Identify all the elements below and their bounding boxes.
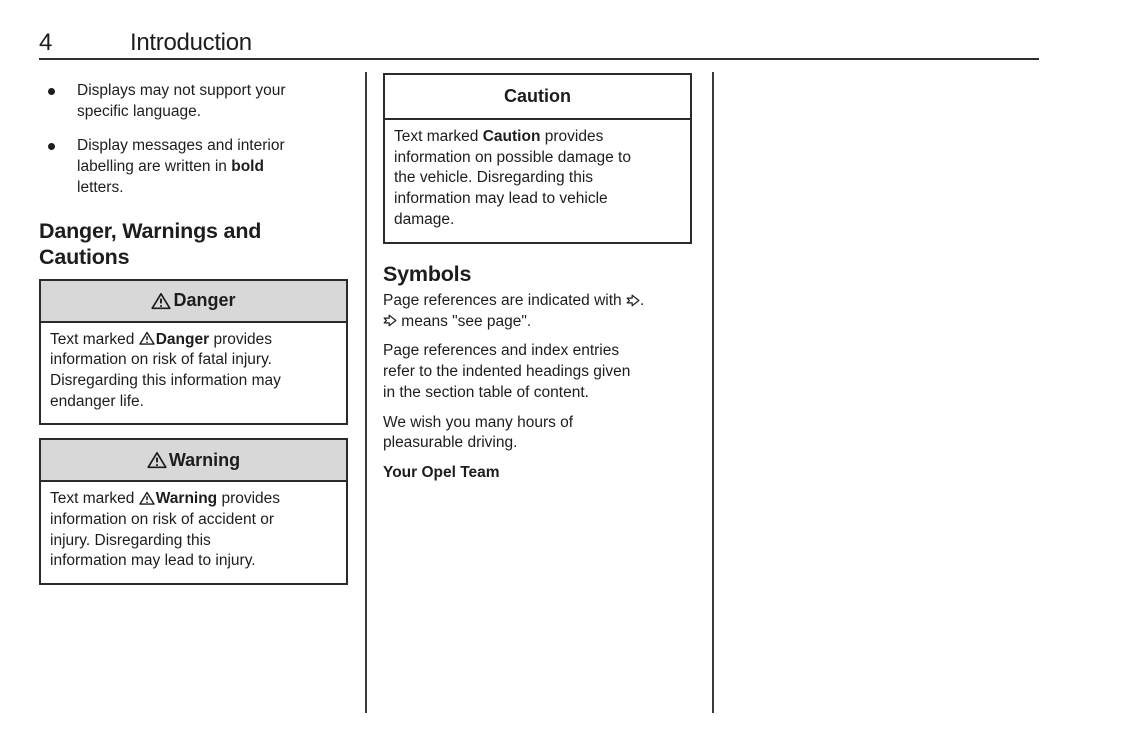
warning-triangle-icon [139, 331, 155, 346]
section-heading-symbols: Symbols [383, 261, 472, 286]
page-number: 4 [39, 29, 53, 56]
text-run: provides [209, 330, 273, 348]
page-ref-arrow-icon [626, 294, 640, 307]
text-run: damage. [394, 210, 455, 228]
page-ref-arrow-icon [383, 314, 397, 327]
text-run: in the section table of content. [383, 383, 589, 401]
caution-box-header: Caution [385, 75, 690, 120]
column-divider [365, 72, 367, 713]
text-run: Page references are indicated with [383, 292, 626, 310]
text-run: Danger [155, 330, 210, 348]
text-run: Display messages and interior [77, 137, 285, 155]
text-run: Your Opel Team [383, 463, 500, 481]
text-run: Text marked [50, 490, 139, 508]
text-run: information may lead to vehicle [394, 190, 608, 208]
caution-box: Caution Text marked Caution provides info… [383, 73, 692, 244]
bullet-list: Displays may not support your specific la… [39, 81, 348, 199]
warning-box-header: Warning [41, 440, 346, 483]
warning-box-title: Warning [168, 449, 241, 470]
text-run: bold [231, 158, 264, 176]
chapter-title: Introduction [130, 29, 252, 56]
text-run: injury. Disregarding this [50, 531, 211, 549]
text-run: Text marked [394, 128, 483, 145]
text-run: labelling are written in [77, 158, 232, 176]
text-run: Warning [155, 490, 218, 508]
text-run: Text marked [50, 330, 139, 348]
paragraph-wish: We wish you many hours of pleasurable dri… [383, 413, 692, 454]
text-run: pleasurable driving. [383, 434, 518, 452]
left-column: Displays may not support your specific la… [39, 72, 348, 586]
text-run: Disregarding this information may [50, 371, 281, 389]
danger-box-header: Danger [41, 280, 346, 323]
text-run: specific language. [77, 102, 202, 120]
text-run: information may lead to injury. [50, 552, 256, 570]
warning-box: Warning Text marked Warning provides info… [39, 438, 348, 586]
danger-box-title: Danger [173, 290, 236, 311]
text-run: We wish you many hours of [383, 413, 574, 431]
caution-box-body: Text marked Caution provides information … [385, 120, 690, 242]
bullet-item: Displays may not support your specific la… [39, 81, 348, 122]
bullet-icon [48, 88, 55, 95]
text-run: endanger life. [50, 392, 144, 410]
text-run: Caution [482, 128, 541, 145]
text-run: means "see page". [397, 312, 532, 330]
text-run: information on risk of accident or [50, 511, 274, 529]
header-rule [39, 58, 1039, 60]
bullet-item: Display messages and interior labelling a… [39, 136, 348, 198]
section-heading-danger-warnings-cautions: Danger, Warnings and Cautions [39, 218, 262, 270]
text-run: Displays may not support your [77, 82, 286, 99]
text-run: information on risk of fatal injury. [50, 351, 272, 369]
paragraph-opel-team: Your Opel Team [383, 463, 692, 484]
warning-triangle-icon [151, 292, 172, 310]
text-run: the vehicle. Disregarding this [394, 169, 594, 187]
text-run: . [639, 292, 645, 310]
right-column-empty [731, 72, 1035, 713]
text-run: provides [540, 128, 604, 145]
text-run: letters. [77, 178, 124, 196]
page-header: 4 Introduction [39, 30, 252, 56]
paragraph-page-references: Page references are indicated with . mea… [383, 291, 692, 332]
warning-triangle-icon [139, 491, 155, 506]
danger-box-body: Text marked Danger provides information o… [41, 323, 346, 424]
caution-box-title: Caution [504, 86, 571, 106]
bullet-icon [48, 143, 55, 151]
text-run: refer to the indented headings given [383, 363, 631, 381]
text-run: Page references and index entries [383, 342, 620, 360]
text-run: information on possible damage to [394, 148, 631, 166]
text-run: provides [217, 490, 281, 508]
column-divider [712, 72, 714, 713]
danger-box: Danger Text marked Danger provides inform… [39, 278, 348, 426]
warning-triangle-icon [147, 451, 167, 469]
warning-box-body: Text marked Warning provides information … [41, 482, 346, 583]
paragraph-index-entries: Page references and index entries refer t… [383, 341, 692, 403]
middle-column: Caution Text marked Caution provides info… [383, 72, 692, 484]
